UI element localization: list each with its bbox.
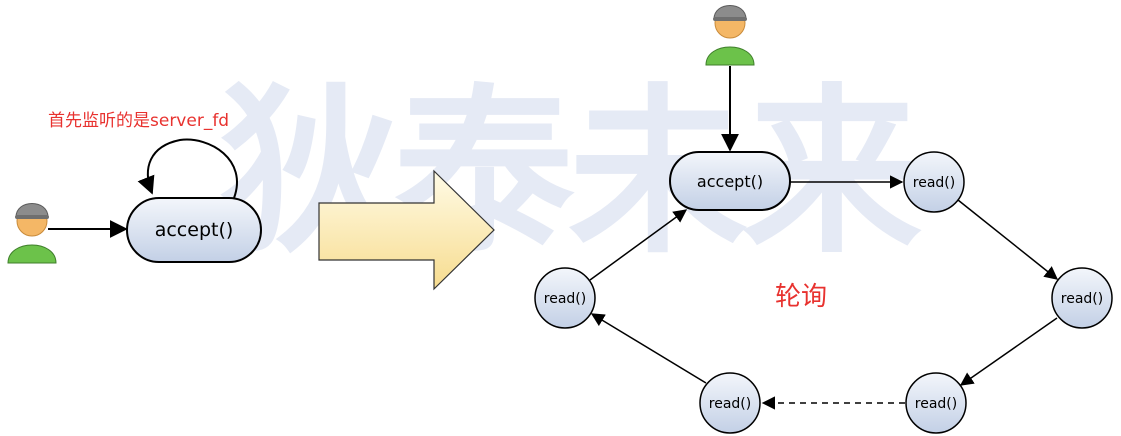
cycle-arrow — [959, 317, 1058, 386]
user-icon — [7, 203, 57, 264]
left-accept-label: accept() — [155, 219, 234, 241]
right-accept-label: accept() — [697, 172, 763, 191]
left-accept-node: accept() — [126, 197, 262, 263]
user-icon — [705, 5, 755, 66]
read-label: read() — [913, 175, 955, 191]
cycle-arrow — [957, 199, 1059, 280]
right-accept-node: accept() — [669, 151, 791, 211]
read-label: read() — [1061, 291, 1103, 307]
read-node: read() — [903, 151, 965, 213]
cycle-arrow — [590, 313, 707, 384]
cycle-arrow — [589, 209, 688, 281]
read-label: read() — [544, 291, 586, 307]
read-label: read() — [709, 396, 751, 412]
self-loop-arrow — [137, 138, 238, 199]
polling-label: 轮询 — [775, 282, 828, 312]
read-node: read() — [534, 267, 596, 329]
server-fd-note: 首先监听的是server_fd — [48, 111, 230, 131]
read-label: read() — [915, 396, 957, 412]
read-node: read() — [905, 372, 967, 434]
big-right-arrow-icon — [318, 169, 495, 291]
read-node: read() — [1051, 267, 1113, 329]
read-node: read() — [699, 372, 761, 434]
